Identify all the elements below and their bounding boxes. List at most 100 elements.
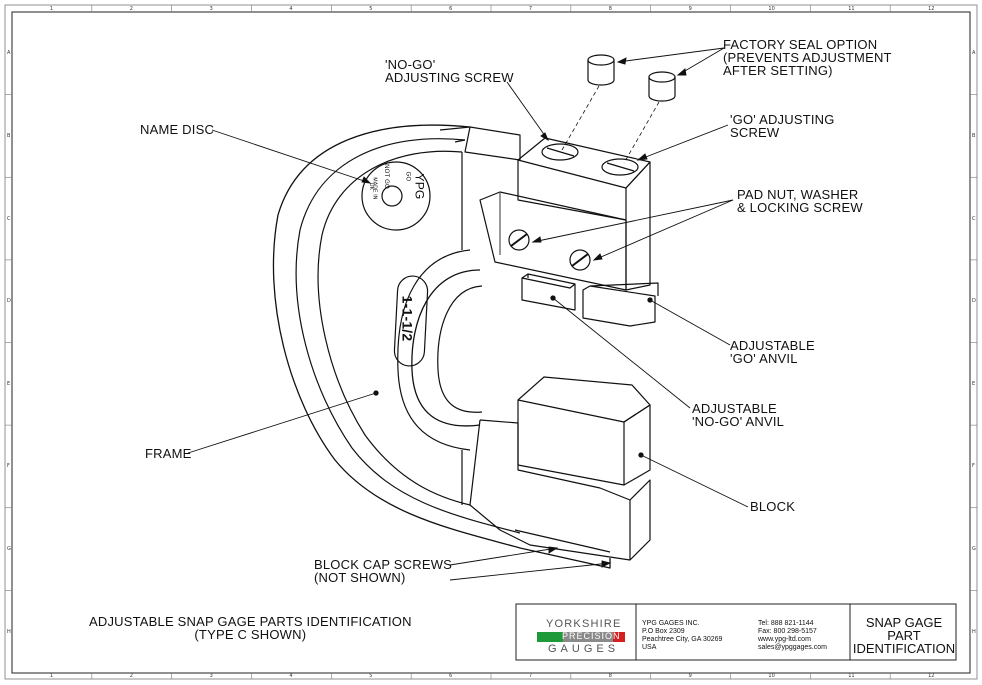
pad-screw-right-slot [571,253,589,267]
leader-lines [187,47,749,581]
row-zone-label: C [7,215,11,222]
row-zone-label: F [7,463,10,470]
block-top [517,376,651,423]
title-block [515,603,957,661]
label-line: FRAME [145,446,192,461]
size-plate-text: 1-1-1/2 [399,295,416,342]
address-line: YPG GAGES INC. [642,620,700,627]
upper-jaw-side [625,161,651,291]
column-zone-label: 10 [768,673,775,679]
row-zone-label: E [7,380,11,387]
label-line: 'NO-GO' [385,57,436,72]
column-zone-label: 11 [848,673,855,679]
label-line: (NOT SHOWN) [314,570,406,585]
column-zone-label: 1 [49,6,54,12]
name-disc-hole [381,185,403,207]
sheet-title-line: PART [887,628,921,643]
label-name-disc: NAME DISC [140,123,214,136]
label-block: BLOCK [750,500,795,513]
label-line: (PREVENTS ADJUSTMENT [723,50,892,65]
column-zone-label: 9 [688,6,692,12]
row-zone-label: C [972,215,976,222]
label-go-screw: 'GO' ADJUSTING SCREW [730,113,835,139]
label-line: FACTORY SEAL OPTION [723,37,878,52]
go-screw-head [601,158,639,176]
disc-brand: YPG [412,173,427,200]
pad-screw-right [569,249,591,271]
row-zone-label: B [972,132,976,139]
go-anvil [582,282,659,327]
label-go-anvil: ADJUSTABLE 'GO' ANVIL [730,339,815,365]
label-line: ADJUSTABLE [730,338,815,353]
logo-green-bar [537,632,563,642]
frame-inner-edge [317,150,471,506]
column-zone-label: 7 [528,673,533,679]
address-line: P.O Box 2309 [642,628,685,635]
no-go-screw-head [541,143,579,161]
frame-c-opening-inner [437,285,483,413]
row-zone-label: G [7,546,11,553]
frame-front-web [464,126,521,161]
label-line: 'GO' ADJUSTING [730,112,835,127]
label-cap-screws: BLOCK CAP SCREWS (NOT SHOWN) [314,558,452,584]
row-zone-label: A [972,50,976,57]
sheet-title-line: IDENTIFICATION [852,641,956,656]
label-line: PAD NUT, WASHER [737,187,859,202]
upper-jaw-front [517,160,627,221]
column-zone-label: 1 [49,673,54,679]
row-zone-label: E [972,380,976,387]
frame-outer-edge [295,138,521,534]
disc-uk-mark: UK [368,182,375,191]
size-plate [393,275,429,367]
row-zone-label: G [972,546,976,553]
label-frame: FRAME [145,447,192,460]
row-zone-label: H [972,628,976,635]
no-go-anvil [521,273,576,311]
sheet-title: SNAP GAGE PART IDENTIFICATION [852,616,956,655]
column-zone-label: 7 [528,6,533,12]
block-side [623,404,651,486]
column-zone-label: 6 [449,6,453,12]
website-link[interactable]: www.ypg-ltd.com [758,636,811,643]
column-zone-label: 4 [289,673,293,679]
border-ticks [5,5,977,679]
column-zone-label: 12 [928,6,935,12]
column-zone-label: 5 [369,6,373,12]
column-zone-label: 2 [129,6,133,12]
column-zone-label: 2 [129,673,133,679]
label-line: SCREW [730,125,780,140]
row-zone-label: A [7,50,11,57]
column-zone-label: 6 [449,673,453,679]
label-no-go-screw: 'NO-GO' ADJUSTING SCREW [385,58,514,84]
address-line: Peachtree City, GA 30269 [642,636,723,643]
column-zone-label: 3 [209,6,213,12]
logo-yorkshire: YORKSHIRE [546,618,622,630]
frame-back-outline [272,124,611,569]
label-line: 'NO-GO' ANVIL [692,414,785,429]
pad-screw-left-slot [510,233,528,247]
seal-path-right [623,101,660,164]
no-go-screw-slot [546,147,575,157]
drawing-title: ADJUSTABLE SNAP GAGE PARTS IDENTIFICATIO… [89,615,412,641]
company-contact: Tel: 888 821-1144 Fax: 800 298-5157 www.… [758,620,827,652]
disc-notgo-mark: NOT GO [382,164,389,189]
label-line: BLOCK CAP SCREWS [314,557,453,572]
address-line: USA [642,644,657,651]
row-zone-label: F [972,463,975,470]
outer-border [4,4,978,680]
pad-screw-left [508,229,530,251]
email-link[interactable]: sales@ypggages.com [758,644,827,651]
sheet-title-line: SNAP GAGE [865,615,943,630]
label-line: 'GO' ANVIL [730,351,798,366]
column-zone-label: 8 [608,673,612,679]
snap-gage-illustration [272,54,676,569]
seal-path-left [561,85,600,151]
column-zone-label: 8 [608,6,612,12]
logo-grey-bar [563,632,613,642]
lower-jaw [469,419,651,561]
row-zone-label: H [7,628,11,635]
seal-plug-left [587,54,615,86]
column-zone-label: 11 [848,6,855,12]
label-line: NAME DISC [140,122,215,137]
